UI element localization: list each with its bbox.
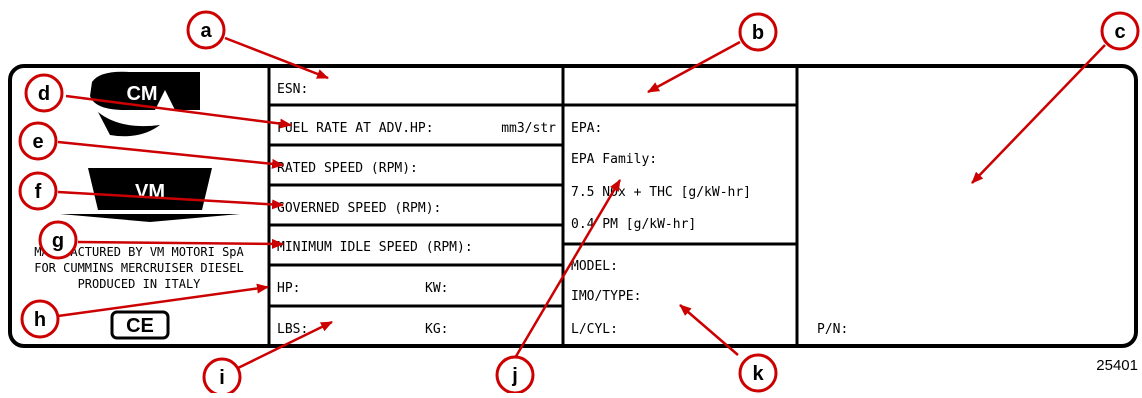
maker-line-1: MANUFACTURED BY VM MOTORI SpA	[34, 245, 244, 259]
callout-i: i	[202, 357, 242, 397]
leader-a	[224, 36, 329, 80]
callout-g: g	[38, 220, 78, 260]
leader-k	[679, 304, 739, 356]
svg-text:d: d	[38, 83, 50, 105]
field-imo-type: IMO/TYPE:	[571, 289, 641, 304]
leader-j	[513, 179, 622, 359]
svg-text:k: k	[752, 363, 764, 385]
field-kg: KG:	[425, 322, 448, 337]
svg-text:j: j	[511, 365, 518, 387]
vm-logo-text: VM	[135, 181, 165, 203]
field-fuel-unit: mm3/str	[501, 121, 556, 136]
field-lbs: LBS:	[277, 322, 308, 337]
leader-i	[237, 320, 333, 370]
leader-f	[57, 190, 284, 210]
callout-a: a	[186, 10, 226, 50]
callout-k: k	[738, 353, 778, 393]
leader-e	[57, 140, 284, 169]
field-nox: 7.5 NOx + THC [g/kW-hr]	[571, 185, 751, 200]
callout-f: f	[18, 171, 58, 211]
leader-c	[971, 44, 1106, 184]
field-min-idle: MINIMUM IDLE SPEED (RPM):	[277, 240, 473, 255]
callout-c: c	[1100, 11, 1140, 51]
maker-line-2: FOR CUMMINS MERCRUISER DIESEL	[34, 261, 244, 275]
callout-b: b	[738, 12, 778, 52]
field-esn: ESN:	[277, 82, 308, 97]
middle-column-rules	[563, 103, 797, 246]
figure-number: 25401	[1096, 357, 1138, 374]
left-column-rules	[269, 103, 563, 308]
svg-text:e: e	[32, 131, 43, 153]
callout-e: e	[18, 121, 58, 161]
field-governed-speed: GOVERNED SPEED (RPM):	[277, 201, 441, 216]
svg-text:h: h	[34, 309, 46, 331]
svg-text:i: i	[219, 367, 225, 389]
vm-logo: VM	[60, 168, 240, 222]
field-model: MODEL:	[571, 259, 618, 274]
leader-b	[647, 40, 741, 94]
leader-g	[77, 238, 284, 249]
callout-j: j	[495, 355, 535, 395]
field-pm: 0.4 PM [g/kW-hr]	[571, 217, 696, 232]
plate-outline	[8, 64, 1138, 348]
ce-mark: CE	[110, 310, 170, 340]
svg-text:c: c	[1114, 21, 1125, 43]
leader-d	[65, 94, 292, 129]
field-fuel-rate: FUEL RATE AT ADV.HP:	[277, 121, 434, 136]
maker-line-3: PRODUCED IN ITALY	[78, 277, 202, 291]
field-rated-speed: RATED SPEED (RPM):	[277, 161, 418, 176]
field-kw: KW:	[425, 281, 448, 296]
svg-text:f: f	[35, 181, 42, 203]
svg-text:a: a	[200, 20, 212, 42]
field-hp: HP:	[277, 281, 300, 296]
field-epa-family: EPA Family:	[571, 152, 657, 167]
svg-text:CE: CE	[126, 315, 154, 337]
svg-text:b: b	[752, 22, 764, 44]
field-l-cyl: L/CYL:	[571, 322, 618, 337]
cm-logo-text: CM	[126, 83, 157, 105]
svg-text:g: g	[52, 230, 64, 252]
field-epa: EPA:	[571, 121, 602, 136]
callout-h: h	[20, 299, 60, 339]
callout-d: d	[24, 73, 64, 113]
cm-logo: CM	[90, 71, 200, 137]
field-part-number: P/N:	[817, 322, 848, 337]
callout-leaders	[57, 36, 1106, 370]
leader-h	[57, 283, 269, 318]
